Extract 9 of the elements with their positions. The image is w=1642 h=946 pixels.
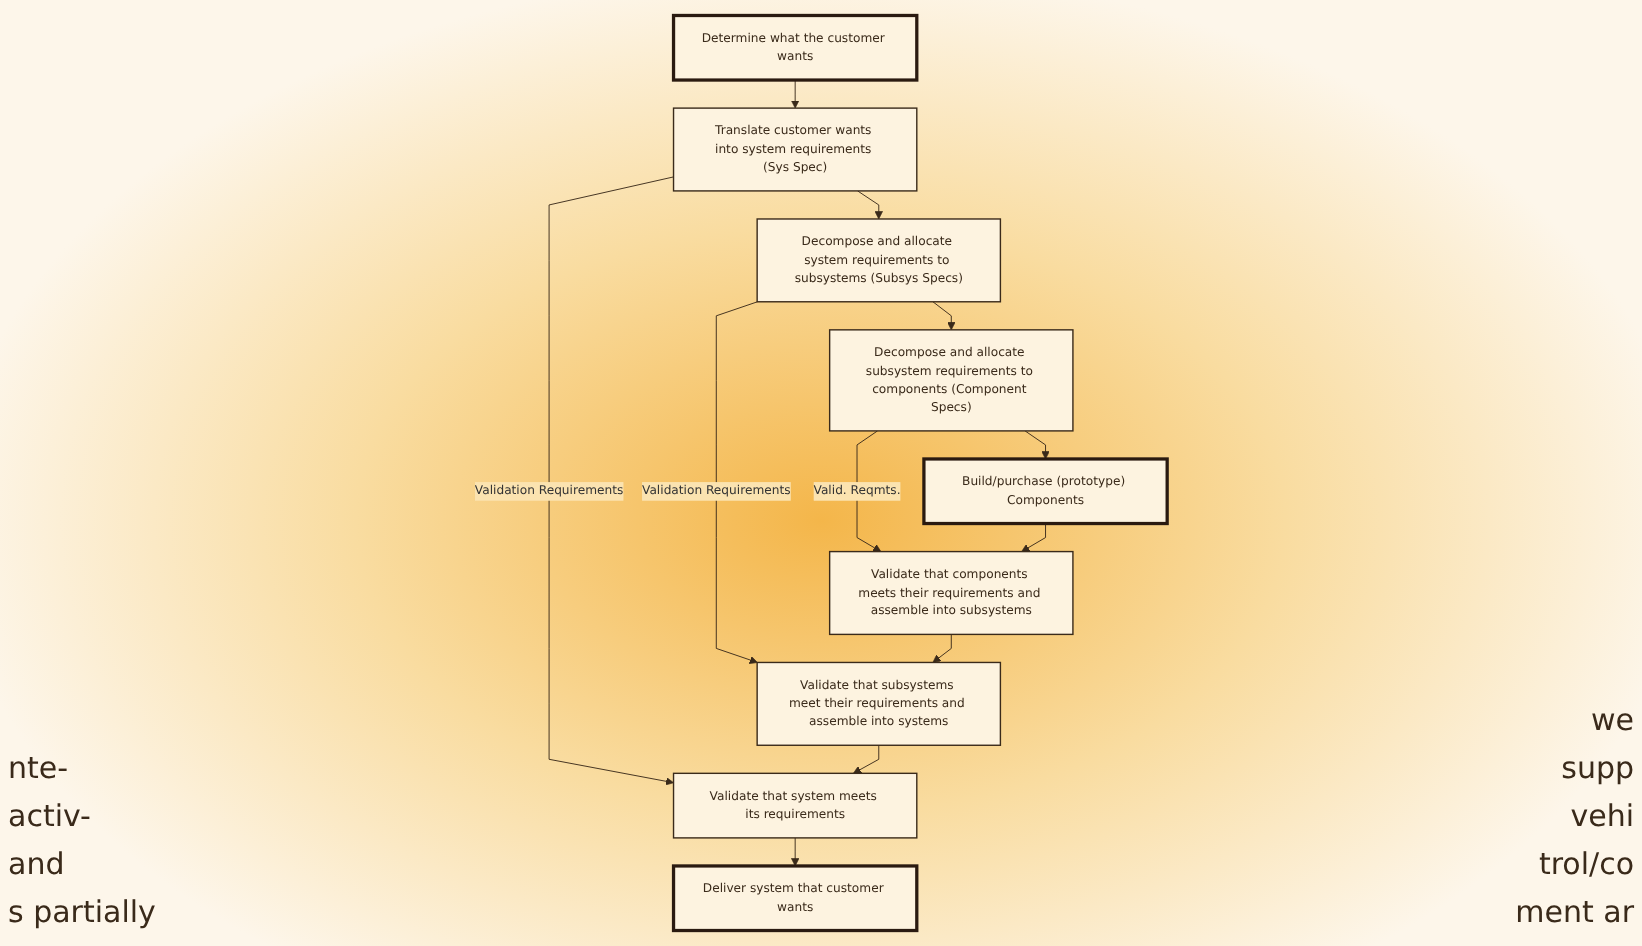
page-text-fragment: nte- bbox=[8, 750, 71, 786]
page-text-fragment: trol/co bbox=[1538, 846, 1634, 882]
page-text-fragment: supp bbox=[1561, 750, 1634, 786]
page-text-fragment: s partially bbox=[8, 894, 158, 930]
page-text-fragment: ment ar bbox=[1515, 894, 1634, 930]
page-text-fragment: vehi bbox=[1570, 798, 1634, 834]
page-text-fragment: we bbox=[1591, 702, 1634, 738]
page-text-fragment: activ- bbox=[8, 798, 93, 834]
page-text-fragment: and bbox=[8, 846, 67, 882]
